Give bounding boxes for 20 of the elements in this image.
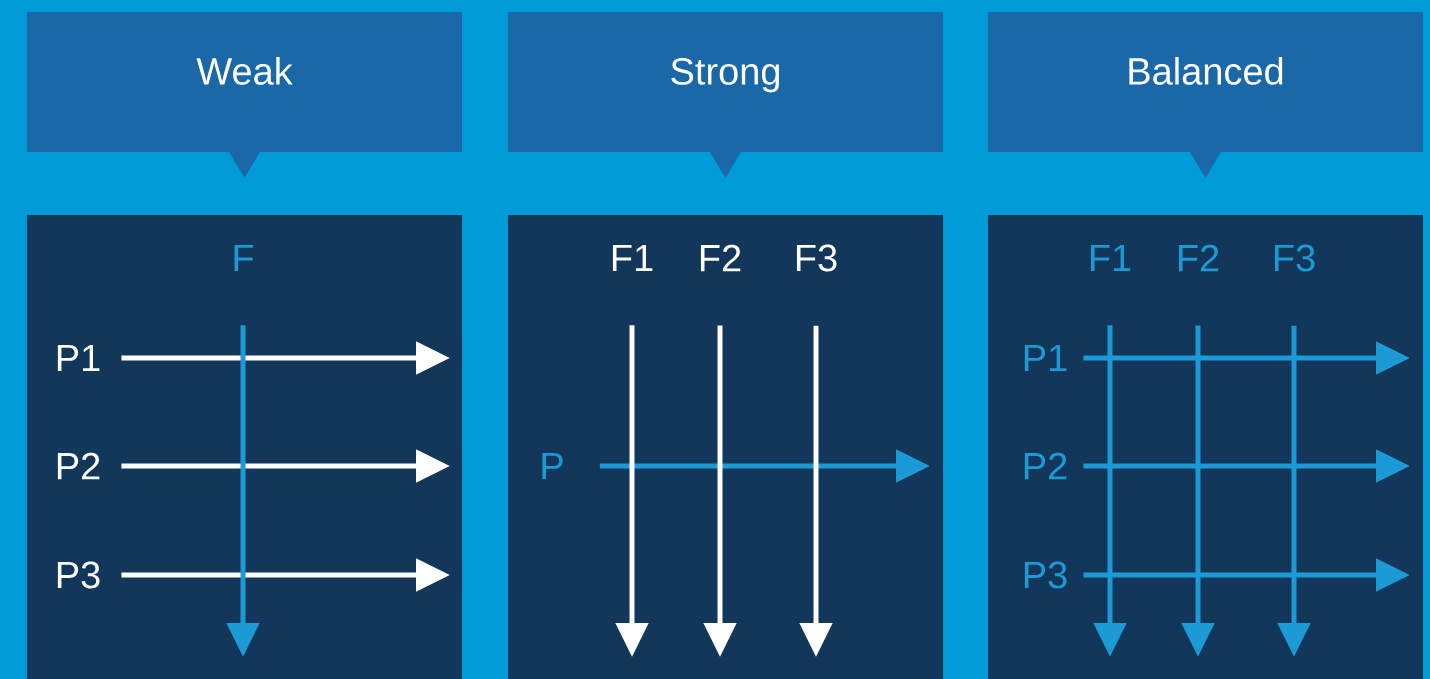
axis-label: F xyxy=(234,244,254,272)
panel xyxy=(27,215,462,679)
header-box: Strong xyxy=(508,12,943,178)
axis-label: F3 xyxy=(796,244,837,272)
axis-label: P3 xyxy=(57,561,100,589)
axis-label: F3 xyxy=(1274,244,1315,272)
axis-label: F2 xyxy=(700,244,741,272)
axis-label: F1 xyxy=(612,244,653,272)
header-box: Weak xyxy=(27,12,462,178)
axis-label: P1 xyxy=(57,344,100,372)
panel xyxy=(988,215,1423,679)
panel xyxy=(508,215,943,679)
axis-label: P xyxy=(542,452,563,480)
axis-label: P1 xyxy=(1024,344,1067,372)
axis-label: P2 xyxy=(57,452,100,480)
axis-label: P3 xyxy=(1024,561,1067,589)
axis-label: F1 xyxy=(1090,244,1131,272)
header-box: Balanced xyxy=(988,12,1423,178)
axis-label: F2 xyxy=(1178,244,1219,272)
axis-label: P2 xyxy=(1024,452,1067,480)
